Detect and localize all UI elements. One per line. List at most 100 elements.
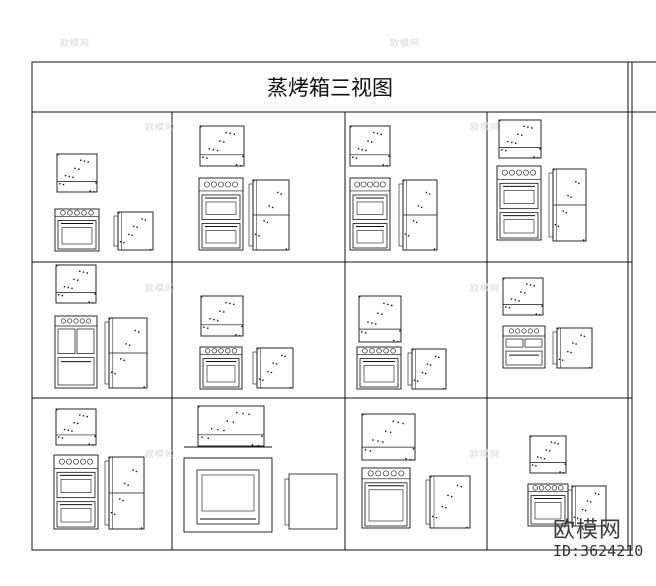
detail-mark — [109, 457, 111, 459]
detail-mark — [539, 314, 541, 316]
oven-knob — [390, 348, 396, 354]
oven-window — [356, 230, 384, 244]
detail-mark — [82, 271, 85, 273]
detail-mark — [80, 159, 82, 161]
oven-door — [201, 194, 241, 220]
oven-knob — [88, 210, 94, 216]
detail-mark — [357, 148, 360, 150]
detail-mark — [413, 379, 416, 381]
detail-mark — [118, 212, 120, 214]
oven-front-view — [54, 315, 98, 389]
detail-mark — [223, 311, 225, 313]
detail-mark — [515, 142, 517, 145]
detail-mark — [437, 356, 440, 359]
oven-top-view — [55, 264, 97, 304]
oven-front-view — [54, 208, 100, 252]
oven-front-outline — [356, 346, 402, 390]
detail-mark — [367, 140, 369, 142]
detail-mark — [391, 304, 393, 307]
french-door-left — [505, 338, 524, 348]
detail-mark — [134, 329, 136, 332]
oven-window — [534, 502, 562, 520]
detail-mark — [57, 154, 59, 156]
watermark-faint: 欧模网 — [470, 123, 501, 133]
detail-mark — [397, 421, 399, 424]
detail-mark — [412, 448, 415, 450]
detail-mark — [89, 190, 91, 192]
oven-knob — [67, 210, 73, 216]
detail-mark — [397, 340, 399, 343]
detail-mark — [136, 226, 138, 228]
oven-knob — [67, 318, 73, 324]
detail-mark — [202, 156, 204, 158]
detail-mark — [441, 505, 443, 508]
detail-mark — [554, 442, 556, 444]
detail-mark — [229, 132, 231, 135]
detail-mark — [141, 218, 143, 220]
detail-mark — [109, 318, 111, 320]
detail-mark — [235, 334, 237, 336]
oven-knob — [211, 181, 217, 188]
french-door-left — [57, 328, 76, 354]
oven-knob — [390, 470, 397, 477]
side-flange — [104, 321, 110, 385]
detail-mark — [562, 359, 564, 361]
detail-mark — [386, 165, 388, 167]
detail-mark — [369, 450, 372, 452]
detail-mark — [503, 278, 505, 280]
detail-mark — [257, 445, 260, 447]
oven-side-view — [425, 475, 471, 529]
detail-mark — [63, 428, 66, 431]
oven-knob — [398, 470, 405, 477]
detail-mark — [56, 409, 58, 411]
detail-mark — [58, 294, 60, 296]
detail-mark — [564, 463, 566, 465]
detail-mark — [206, 157, 208, 159]
oven-knob — [383, 348, 389, 354]
detail-mark — [371, 141, 373, 143]
detail-mark — [88, 443, 90, 445]
oven-front-view — [502, 325, 546, 369]
oven-top-outline — [197, 405, 265, 447]
detail-mark — [225, 131, 227, 134]
oven-top-outline — [502, 277, 544, 316]
oven-knob — [521, 328, 527, 334]
oven-front-view — [53, 454, 99, 530]
detail-mark — [543, 458, 546, 460]
detail-mark — [505, 149, 507, 152]
oven-top-view — [197, 405, 265, 447]
detail-mark — [92, 444, 94, 446]
detail-mark — [355, 157, 358, 159]
detail-mark — [392, 420, 394, 423]
detail-mark — [132, 469, 134, 471]
oven-knob — [379, 181, 386, 188]
detail-mark — [376, 132, 379, 135]
oven-front-view — [349, 177, 391, 251]
detail-mark — [550, 441, 553, 443]
detail-mark — [570, 351, 572, 354]
oven-knob — [81, 210, 87, 216]
detail-mark — [586, 500, 589, 502]
detail-mark — [575, 181, 577, 183]
detail-mark — [567, 194, 569, 197]
oven-door — [56, 501, 96, 528]
oven-knob — [225, 181, 231, 188]
oven-knob — [383, 470, 389, 477]
detail-mark — [262, 379, 264, 381]
detail-mark — [229, 302, 231, 305]
detail-mark — [531, 127, 533, 129]
detail-mark — [523, 125, 525, 127]
detail-mark — [389, 431, 392, 433]
oven-top-outline — [358, 295, 402, 343]
oven-knob — [231, 348, 238, 354]
detail-mark — [67, 286, 69, 289]
oven-knob — [79, 318, 85, 324]
oven-knob — [60, 318, 66, 324]
side-flange — [248, 183, 254, 247]
detail-mark — [119, 358, 122, 360]
detail-mark — [575, 343, 577, 345]
oven-door — [352, 223, 388, 249]
detail-mark — [201, 436, 203, 438]
side-flange — [552, 331, 558, 365]
oven-top-view — [502, 277, 544, 316]
